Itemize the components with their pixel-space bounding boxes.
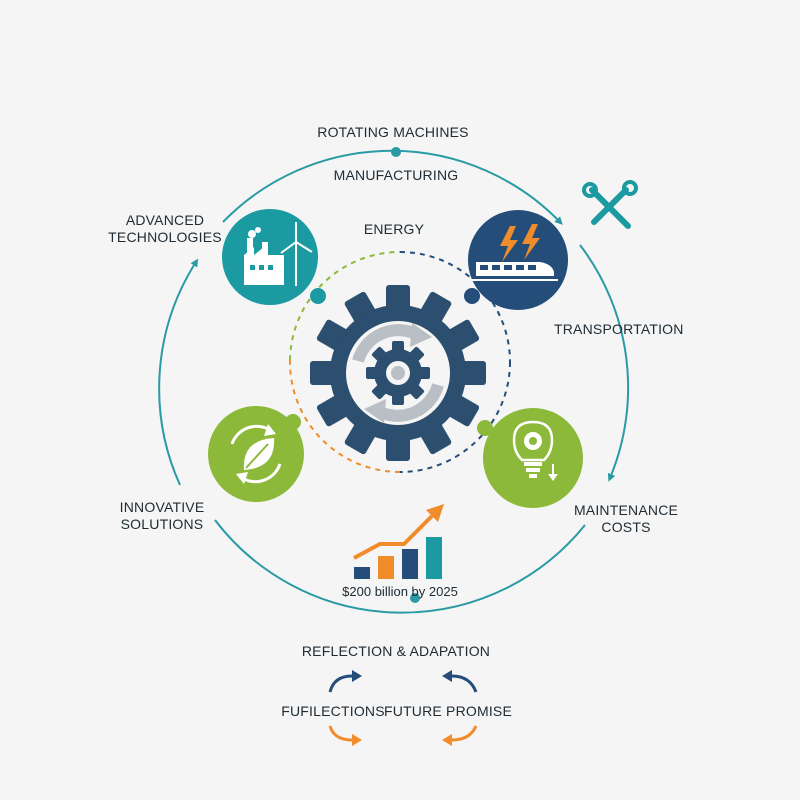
recycle-arrows-icon (230, 424, 282, 484)
label-reflection-adaptation: REFLECTION & ADAPATION (301, 643, 491, 659)
transportation-circle (464, 210, 568, 310)
arrow-head-1 (352, 670, 362, 682)
arrow-head-2 (442, 670, 452, 682)
label-advanced-line1: ADVANCED (125, 212, 205, 228)
label-manufacturing: MANUFACTURING (333, 167, 459, 183)
arrow-head-3 (352, 734, 362, 746)
arrow-head-4 (442, 734, 452, 746)
lightning-icon (500, 224, 540, 262)
wind-turbine-icon (280, 222, 313, 286)
label-future-promise: FUTURE PROMISE (383, 703, 513, 719)
ring-bottom-node (410, 593, 420, 603)
lightbulb-gear-icon (512, 420, 558, 481)
ring-top-node (391, 147, 401, 157)
label-innovative-solutions: INNOVATIVE SOLUTIONS (120, 499, 205, 533)
market-stat: $200 billion by 2025 (342, 584, 458, 599)
factory-icon (244, 227, 284, 285)
label-fufilections: FUFILECTIONS (281, 703, 385, 719)
trend-arrow-icon (353, 504, 444, 560)
label-maintenance-costs: MAINTENANCE COSTS (574, 502, 678, 536)
central-gear-icon (310, 285, 486, 461)
label-innovative-line1: INNOVATIVE (119, 499, 205, 515)
bar-chart-icon (354, 537, 442, 579)
reflection-arrows (328, 674, 478, 742)
manufacturing-circle (222, 209, 326, 305)
ring-arc-bottom (214, 519, 586, 614)
label-rotating-machines: ROTATING MACHINES (317, 124, 469, 140)
label-energy: ENERGY (363, 221, 425, 237)
leaf-icon (243, 438, 275, 470)
label-transportation: TRANSPORTATION (554, 321, 684, 337)
ring-arc-right (579, 244, 630, 482)
label-maintenance-line2: COSTS (601, 518, 651, 535)
tools-icon (582, 180, 638, 229)
label-advanced-technologies: ADVANCED TECHNOLOGIES (108, 212, 222, 246)
label-innovative-line2: SOLUTIONS (120, 515, 204, 532)
label-advanced-line2: TECHNOLOGIES (108, 228, 222, 245)
maintenance-circle (477, 408, 583, 508)
train-icon (470, 262, 558, 281)
label-maintenance-line1: MAINTENANCE (573, 502, 679, 518)
inner-dashed-ring (288, 251, 511, 473)
ring-arc-left (158, 258, 199, 486)
innovation-circle (208, 406, 304, 502)
